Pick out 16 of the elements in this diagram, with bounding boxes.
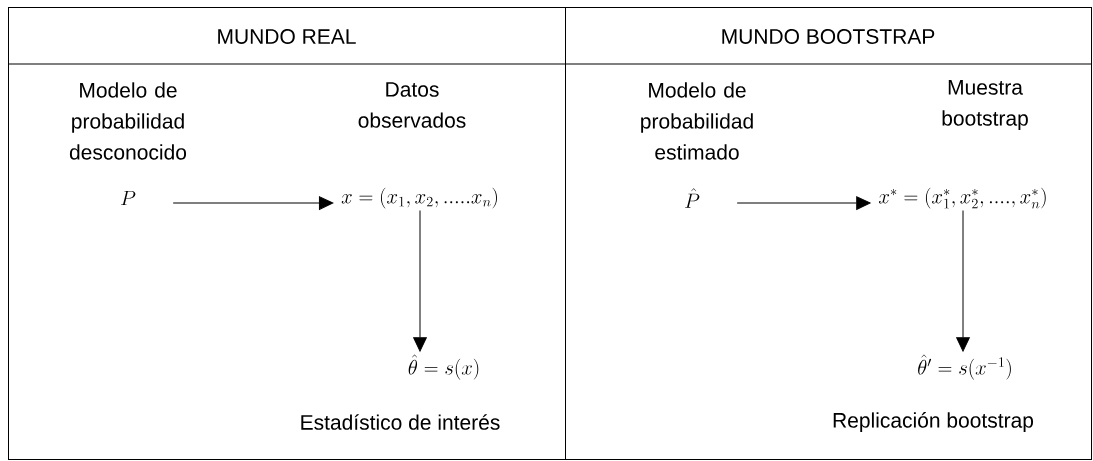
caption-text: Estadístico de interés [301, 414, 500, 430]
caption-text: Modelo de probabilidad desconocido [69, 82, 187, 160]
caption-text: Modelo de probabilidad estimado [641, 82, 753, 160]
arrow [172, 196, 334, 210]
formula: $\hat{\theta}=s(x)$ [408, 354, 479, 380]
arrow [413, 210, 427, 352]
caption-text: Replicación bootstrap [833, 412, 1034, 432]
formula: $P$ [121, 190, 136, 206]
arrow [736, 196, 871, 210]
formula: $\hat{\theta}'=s(x^{-1})$ [918, 354, 1011, 380]
formula: $x^{*}=(x_1^{*},x_2^{*},....,x_n^{*})$ [879, 187, 1046, 209]
caption-text: Muestra bootstrap [942, 80, 1028, 130]
arrow [956, 210, 970, 352]
formula: $x=(x_1,x_2,.....x_n)$ [341, 187, 497, 209]
caption-text: Datos observados [358, 82, 466, 128]
formula: $\hat{P}$ [685, 188, 700, 208]
